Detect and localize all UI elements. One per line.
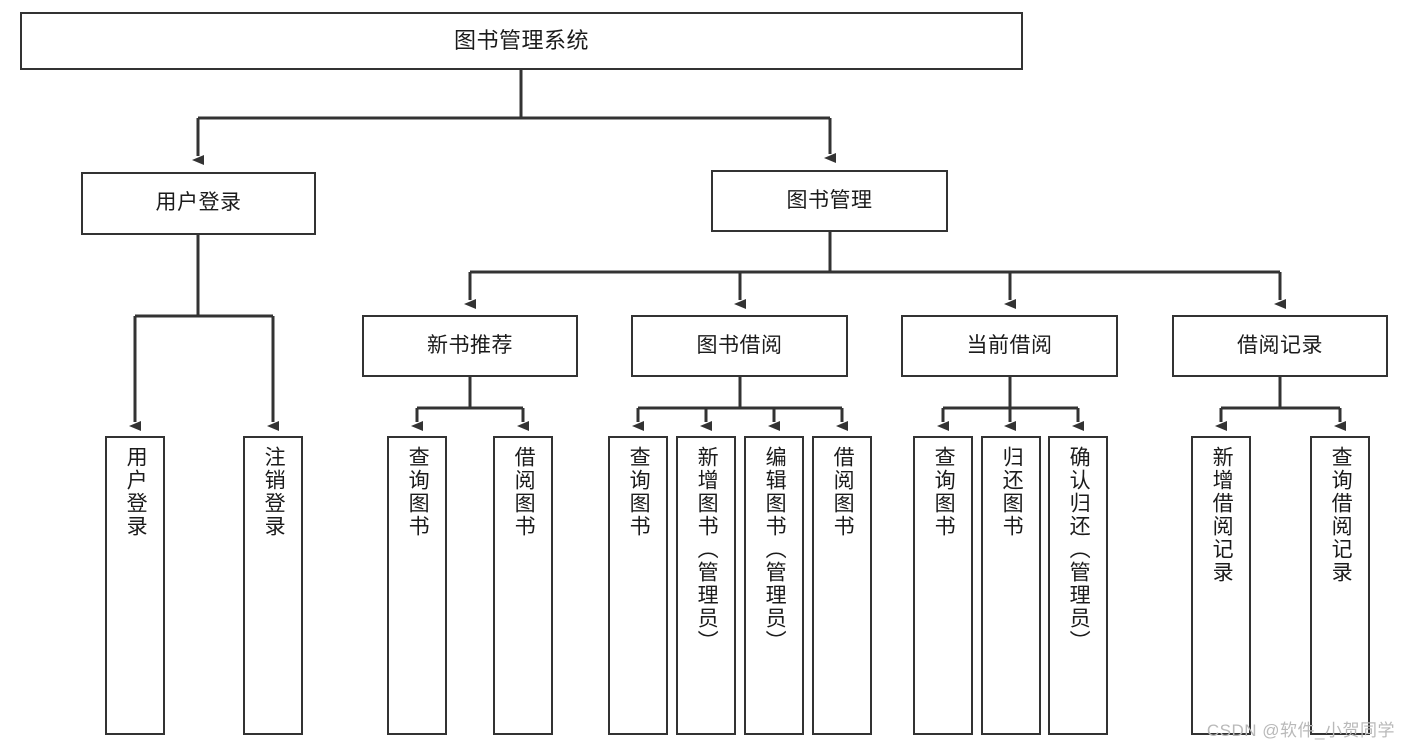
node-leaf-user-login[interactable]: 用户登录: [105, 436, 165, 735]
node-leaf-query-record-label: 查询借阅记录: [1329, 446, 1353, 584]
node-leaf-query-book-1[interactable]: 查询图书: [387, 436, 447, 735]
node-leaf-borrow-book-2-label: 借阅图书: [831, 446, 855, 538]
node-leaf-edit-book-label: 编辑图书（管理员）: [763, 446, 787, 653]
node-leaf-query-book-3[interactable]: 查询图书: [913, 436, 973, 735]
node-leaf-query-book-2[interactable]: 查询图书: [608, 436, 668, 735]
node-leaf-add-book-label: 新增图书（管理员）: [695, 446, 719, 653]
node-leaf-query-book-3-label: 查询图书: [932, 446, 956, 538]
node-root[interactable]: 图书管理系统: [20, 12, 1023, 70]
node-root-label: 图书管理系统: [453, 28, 589, 54]
node-leaf-confirm-return[interactable]: 确认归还（管理员）: [1048, 436, 1108, 735]
node-book-manage[interactable]: 图书管理: [711, 170, 948, 232]
node-leaf-edit-book[interactable]: 编辑图书（管理员）: [744, 436, 804, 735]
node-leaf-add-record-label: 新增借阅记录: [1210, 446, 1234, 584]
node-user-login[interactable]: 用户登录: [81, 172, 316, 235]
node-leaf-user-logout-label: 注销登录: [262, 446, 286, 538]
node-leaf-borrow-book-2[interactable]: 借阅图书: [812, 436, 872, 735]
watermark: CSDN @软件_小贺同学: [1206, 721, 1395, 740]
node-leaf-query-book-1-label: 查询图书: [406, 446, 430, 538]
node-leaf-confirm-return-label: 确认归还（管理员）: [1067, 446, 1091, 653]
node-current-borrow-label: 当前借阅: [966, 333, 1053, 357]
node-leaf-add-book[interactable]: 新增图书（管理员）: [676, 436, 736, 735]
node-new-book-recommend[interactable]: 新书推荐: [362, 315, 578, 377]
node-leaf-borrow-book-1[interactable]: 借阅图书: [493, 436, 553, 735]
node-leaf-query-record[interactable]: 查询借阅记录: [1310, 436, 1370, 735]
node-current-borrow[interactable]: 当前借阅: [901, 315, 1118, 377]
node-book-borrow[interactable]: 图书借阅: [631, 315, 848, 377]
node-borrow-record[interactable]: 借阅记录: [1172, 315, 1388, 377]
node-leaf-borrow-book-1-label: 借阅图书: [512, 446, 536, 538]
node-book-borrow-label: 图书借阅: [696, 333, 783, 357]
node-leaf-query-book-2-label: 查询图书: [627, 446, 651, 538]
node-leaf-user-logout[interactable]: 注销登录: [243, 436, 303, 735]
node-leaf-user-login-label: 用户登录: [124, 446, 148, 538]
node-leaf-return-book[interactable]: 归还图书: [981, 436, 1041, 735]
node-book-manage-label: 图书管理: [786, 188, 873, 212]
node-user-login-label: 用户登录: [155, 191, 242, 215]
node-borrow-record-label: 借阅记录: [1237, 333, 1323, 357]
node-leaf-add-record[interactable]: 新增借阅记录: [1191, 436, 1251, 735]
node-leaf-return-book-label: 归还图书: [1000, 446, 1024, 538]
node-new-book-recommend-label: 新书推荐: [427, 333, 513, 357]
